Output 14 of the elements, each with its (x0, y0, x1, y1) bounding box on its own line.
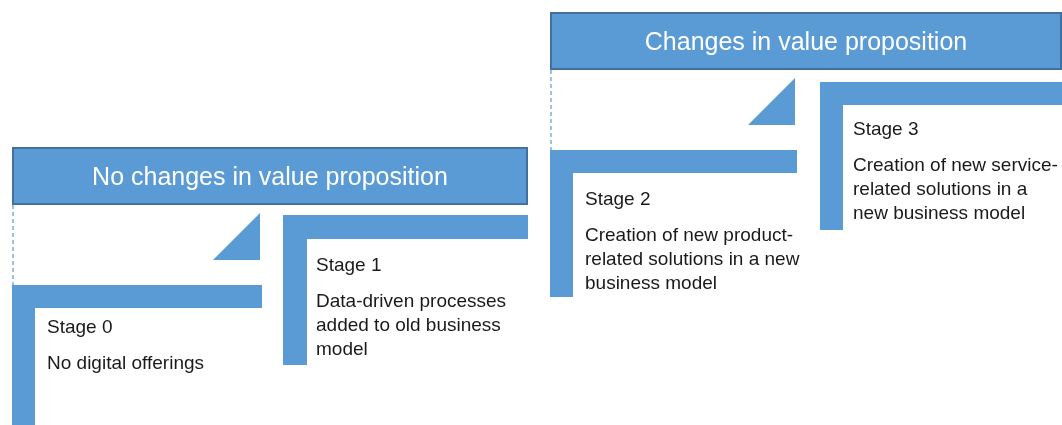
step-arrow (213, 213, 260, 260)
stage-heading: Stage 1 (316, 253, 383, 277)
stage-description: No digital offerings (47, 351, 206, 375)
stage-heading: Stage 2 (585, 187, 652, 211)
stage-description: Creation of new product-related solutions in a new business model (585, 223, 800, 295)
phase-banner: No changes in value proposition (12, 147, 528, 205)
phase-banner: Changes in value proposition (550, 12, 1062, 70)
dashed-connector (12, 204, 14, 286)
stage-heading: Stage 3 (853, 117, 920, 141)
step-arrow (748, 78, 795, 125)
dashed-connector (550, 69, 552, 151)
stage-heading: Stage 0 (47, 315, 114, 339)
stage-description: Data-driven processes added to old business model (316, 289, 508, 361)
stage-description: Creation of new service-related solutions in a new business model (853, 153, 1058, 225)
